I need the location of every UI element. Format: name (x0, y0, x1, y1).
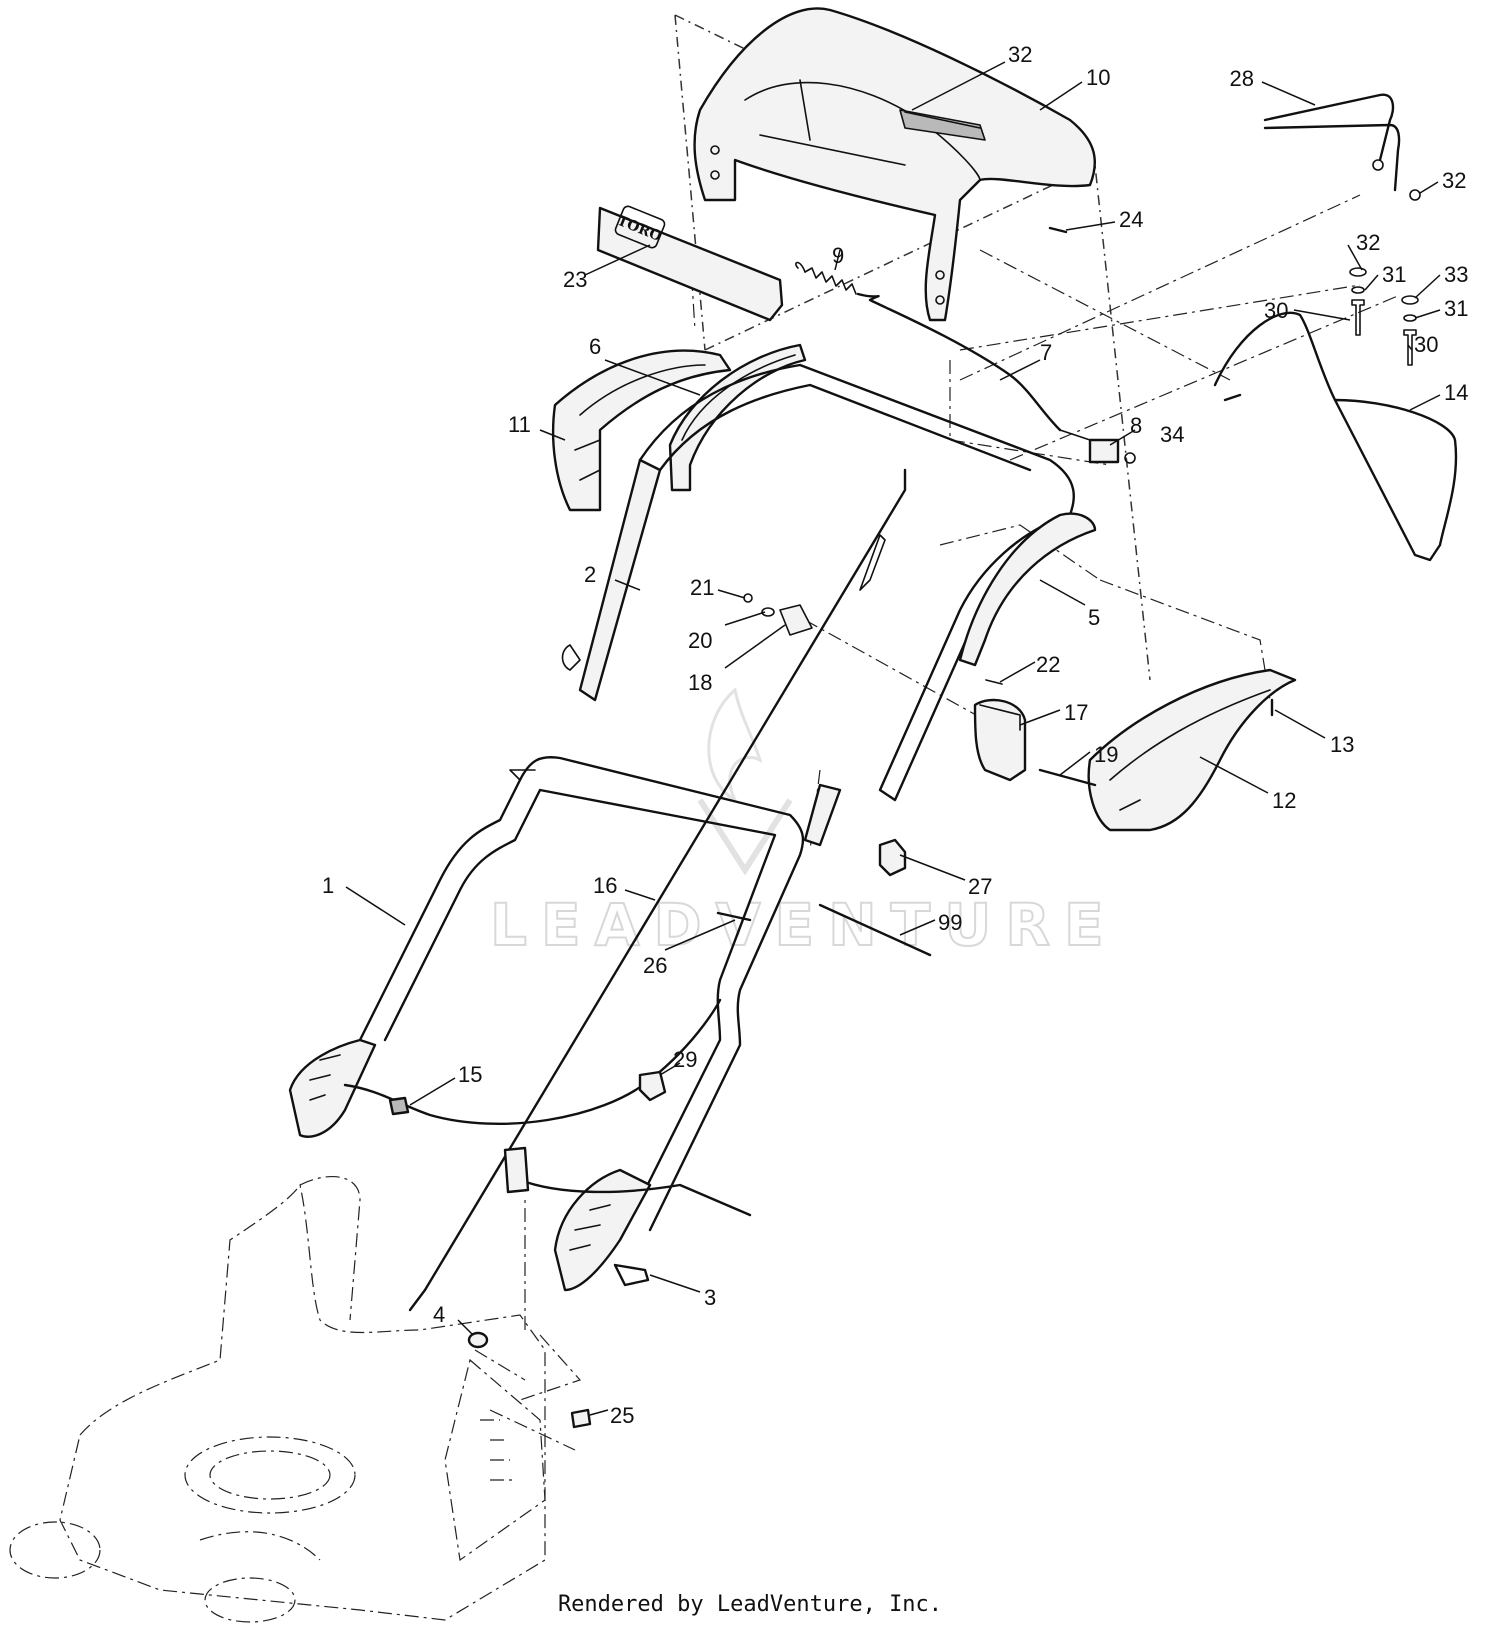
callout-26: 26 (643, 953, 667, 978)
part-99-rod (818, 903, 932, 957)
part-28-clip (638, 1070, 667, 1102)
callout-29: 28 (1230, 66, 1254, 91)
callout-32-a: 32 (1442, 168, 1466, 193)
right-pivot-plate (553, 1168, 652, 1292)
callout-19: 19 (1094, 742, 1118, 767)
part-12-side-cover (1087, 668, 1297, 832)
callout-10: 10 (1086, 65, 1110, 90)
parts-18-20-21 (743, 593, 813, 636)
callout-24: 24 (1119, 207, 1143, 232)
part-19-bolt (1038, 768, 1097, 787)
callout-5: 5 (1088, 605, 1100, 630)
mower-deck-phantom (9, 1176, 546, 1623)
callout-32-c: 33 (1444, 262, 1468, 287)
callout-9: 9 (832, 243, 844, 268)
part-10-console (693, 7, 1097, 322)
leader-lines (345, 61, 1441, 1416)
callout-4: 4 (433, 1302, 445, 1327)
part-27-knob (878, 838, 907, 877)
callout-1: 1 (322, 873, 334, 898)
part-22-clip (985, 679, 1003, 685)
callout-27: 27 (968, 874, 992, 899)
callout-33: 34 (1160, 422, 1184, 447)
callout-16: 16 (593, 873, 617, 898)
part-23-decal: TORO (596, 205, 784, 322)
left-pivot-plate (288, 1038, 377, 1138)
callout-20: 20 (688, 628, 712, 653)
part-16-cable (408, 468, 907, 1312)
part-15-cable (343, 998, 752, 1217)
parts-30-31-32-hardware (1349, 267, 1419, 366)
part-34-slot (904, 111, 981, 129)
callouts: 32 10 28 32 24 9 23 32 31 33 30 31 30 7 … (322, 42, 1468, 1428)
part-8-bushing (1088, 438, 1136, 464)
part-4-spacer (467, 1331, 489, 1349)
part-29-bail (1263, 93, 1421, 201)
part-9-spring (795, 261, 857, 295)
callout-99: 99 (938, 910, 962, 935)
part-26-bolt (716, 911, 752, 922)
callout-34: 32 (1008, 42, 1032, 67)
callout-25: 25 (610, 1403, 634, 1428)
switch-connector (503, 1146, 530, 1194)
part-17-switch (973, 698, 1027, 782)
callout-14: 14 (1444, 380, 1468, 405)
callout-31-b: 31 (1444, 296, 1468, 321)
callout-6: 6 (589, 334, 601, 359)
callout-2: 2 (584, 562, 596, 587)
callout-30-b: 30 (1414, 332, 1438, 357)
watermark: LEADVENTURE (489, 687, 1118, 960)
part-24-pin (1048, 226, 1068, 234)
callout-17: 17 (1064, 700, 1088, 725)
watermark-text: LEADVENTURE (490, 891, 1118, 959)
part-1-lower-handle (358, 756, 805, 1232)
callout-31-a: 31 (1382, 262, 1406, 287)
callout-15: 15 (458, 1062, 482, 1087)
callout-28: 29 (673, 1047, 697, 1072)
callout-8: 8 (1130, 413, 1142, 438)
callout-13: 13 (1330, 732, 1354, 757)
callout-12: 12 (1272, 788, 1296, 813)
callout-30-a: 30 (1264, 298, 1288, 323)
callout-23: 23 (563, 267, 587, 292)
callout-3: 3 (704, 1285, 716, 1310)
callout-18: 18 (688, 670, 712, 695)
callout-11: 11 (508, 412, 531, 437)
part-7-cable (856, 292, 1091, 441)
footer-credit: Rendered by LeadVenture, Inc. (557, 1592, 943, 1617)
part-14-bail-cable (1213, 311, 1458, 562)
callout-7: 7 (1040, 340, 1052, 365)
part-5-side-cover (958, 512, 1097, 667)
part-25-nut (570, 1408, 592, 1429)
part-2-upper-handle (561, 363, 1077, 847)
callout-32-b: 32 (1356, 230, 1380, 255)
part-3-bolt (613, 1263, 650, 1287)
callout-22: 22 (1036, 652, 1060, 677)
callout-21: 21 (690, 575, 714, 600)
part-6-side-cover (668, 343, 807, 492)
